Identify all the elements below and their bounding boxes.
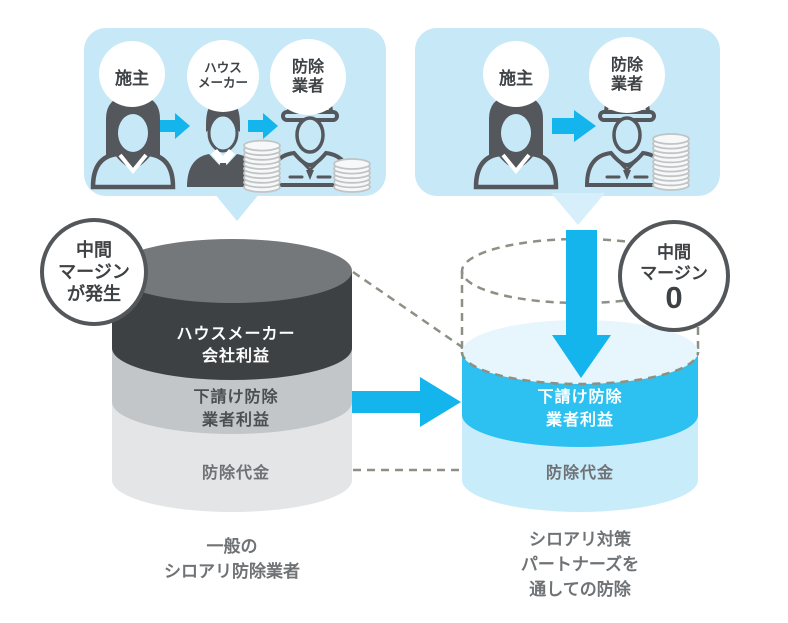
direct-payment-arrow [552, 230, 611, 378]
arrow-owner-to-contractor-icon [552, 110, 596, 142]
owner-label-circle-left [99, 41, 165, 107]
arrow-owner-to-housemaker-icon [160, 113, 190, 139]
owner-label-circle-right [483, 41, 549, 107]
margin-badge-left-text: 中間 マージン が発生 [58, 240, 130, 304]
layer-label-subcontractor-profit-left: 下請け防除 業者利益 [193, 389, 279, 429]
caption-left: 一般の シロアリ防除業者 [164, 537, 300, 581]
margin-badge-right-circle [618, 220, 730, 332]
margin-transfer-arrow [352, 377, 461, 427]
contractor-label-circle-left [270, 39, 346, 115]
contractor-label-circle-right [589, 37, 665, 113]
layer-label-fee-left: 防除代金 [201, 465, 271, 482]
caption-right: シロアリ対策 パートナーズを 通しての防除 [520, 530, 640, 599]
housemaker-label-circle [187, 40, 259, 112]
coins-small-left [333, 158, 371, 193]
coins-tall-left [243, 139, 281, 193]
layer-label-fee-right: 防除代金 [545, 465, 615, 482]
owner-label-right: 施主 [499, 69, 533, 88]
margin-badge-left-circle [40, 218, 148, 326]
cylinder-left [112, 239, 352, 512]
arrow-housemaker-to-contractor-icon [248, 113, 278, 139]
contractor-label-left: 防除 業者 [291, 59, 325, 95]
left-bubble-pointer [214, 193, 260, 221]
right-bubble-pointer [551, 193, 605, 225]
owner-label-left: 施主 [115, 69, 149, 88]
housemaker-label: ハウス メーカー [197, 61, 249, 90]
layer-label-subcontractor-profit-right: 下請け防除 業者利益 [537, 389, 623, 429]
layer-label-housemaker-profit: ハウスメーカー 会社利益 [176, 326, 296, 365]
contractor-label-right: 防除 業者 [610, 57, 644, 93]
coins-tall-right [652, 133, 690, 191]
margin-badge-right-zero: 0 [665, 280, 683, 315]
margin-badge-right-text: 中間 マージン [640, 243, 708, 283]
